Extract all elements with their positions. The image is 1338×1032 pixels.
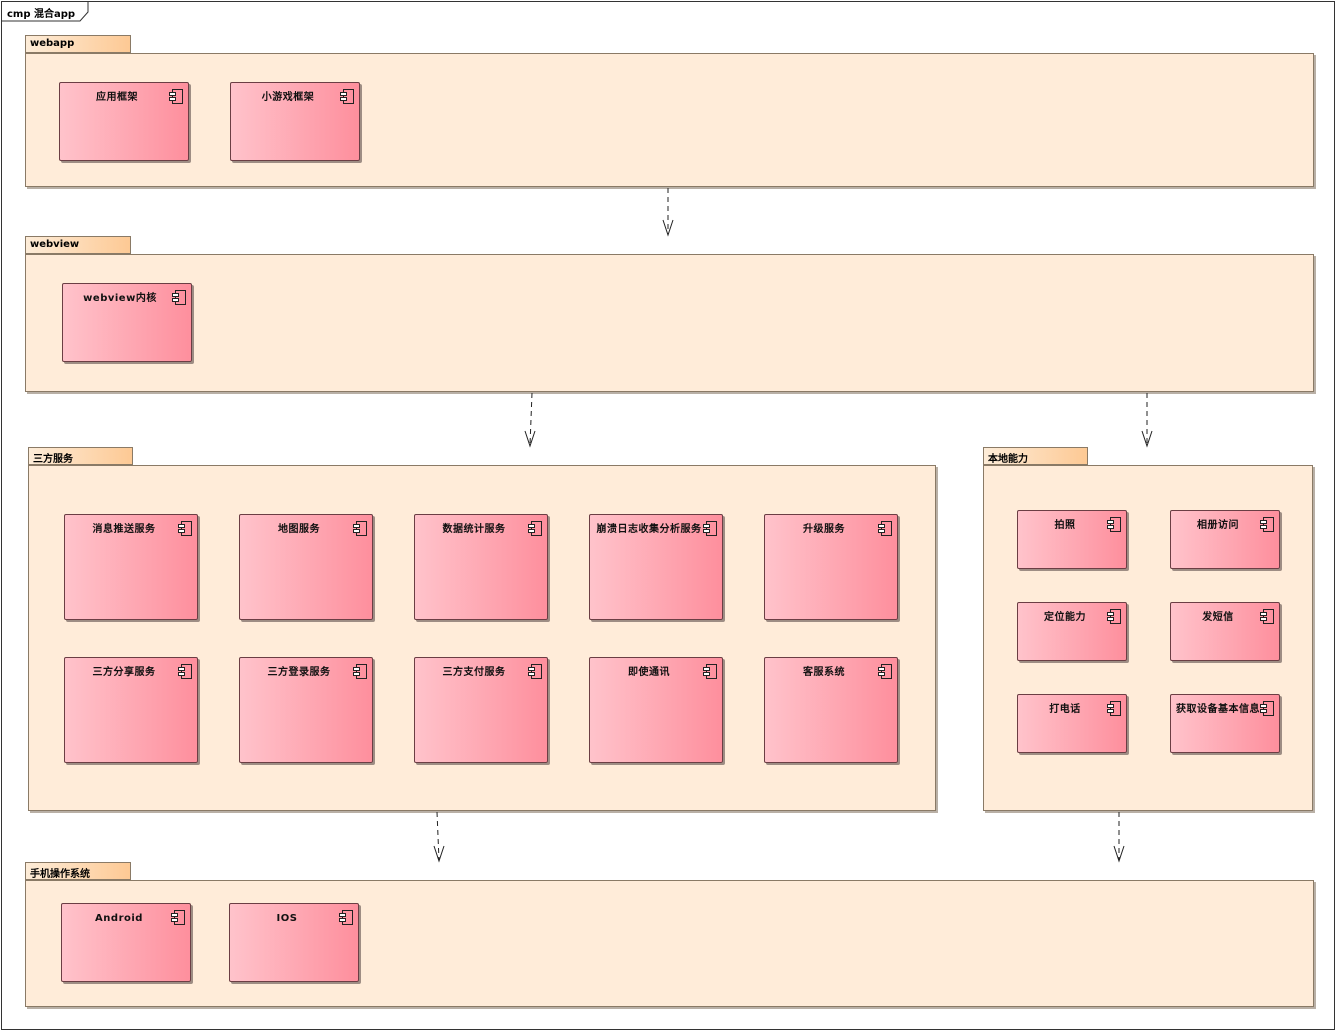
component-label: 三方支付服务: [442, 667, 506, 678]
component-label: 客服系统: [803, 667, 845, 678]
component-label: 发短信: [1202, 612, 1234, 623]
component-label: 拍照: [1054, 520, 1076, 531]
component-label: 获取设备基本信息: [1176, 704, 1260, 715]
package-name: webapp: [30, 38, 75, 49]
component-label: IOS: [276, 913, 298, 924]
uml-component-icon: [353, 521, 367, 536]
component-mini-game-framework[interactable]: 小游戏框架: [230, 82, 360, 161]
uml-component-icon: [340, 89, 354, 104]
component-share-service[interactable]: 三方分享服务: [64, 657, 198, 763]
uml-component-icon: [878, 664, 892, 679]
uml-component-icon: [1260, 517, 1274, 532]
component-label: Android: [95, 913, 143, 924]
package-tab-webapp[interactable]: webapp: [25, 35, 131, 53]
package-name: 手机操作系统: [30, 869, 90, 880]
component-label: 打电话: [1049, 704, 1081, 715]
dependency-third-party-to-os[interactable]: [433, 811, 445, 863]
component-label: 三方登录服务: [267, 667, 331, 678]
component-label: 定位能力: [1044, 612, 1086, 623]
component-device-info[interactable]: 获取设备基本信息: [1170, 694, 1280, 753]
package-tab-webview[interactable]: webview: [25, 236, 131, 254]
component-label: 三方分享服务: [92, 667, 156, 678]
frame-title: cmp 混合app: [7, 9, 76, 20]
component-analytics-service[interactable]: 数据统计服务: [414, 514, 548, 620]
uml-component-icon: [178, 521, 192, 536]
uml-component-icon: [1107, 609, 1121, 624]
component-take-photo[interactable]: 拍照: [1017, 510, 1127, 569]
package-tab-native[interactable]: 本地能力: [983, 447, 1088, 465]
uml-component-icon: [703, 521, 717, 536]
uml-component-icon: [703, 664, 717, 679]
component-upgrade-service[interactable]: 升级服务: [764, 514, 898, 620]
uml-component-icon: [1260, 701, 1274, 716]
package-name: webview: [30, 239, 80, 250]
component-album-access[interactable]: 相册访问: [1170, 510, 1280, 569]
component-location[interactable]: 定位能力: [1017, 602, 1127, 661]
component-label: 升级服务: [803, 524, 845, 535]
uml-component-icon: [353, 664, 367, 679]
component-webview-kernel[interactable]: webview内核: [62, 283, 192, 362]
component-send-sms[interactable]: 发短信: [1170, 602, 1280, 661]
component-login-service[interactable]: 三方登录服务: [239, 657, 373, 763]
component-label: 即使通讯: [628, 667, 670, 678]
frame-tab-outline: [2, 2, 89, 22]
component-label: webview内核: [83, 293, 157, 304]
component-map-service[interactable]: 地图服务: [239, 514, 373, 620]
package-name: 三方服务: [33, 454, 73, 465]
component-label: 消息推送服务: [92, 524, 156, 535]
component-payment-service[interactable]: 三方支付服务: [414, 657, 548, 763]
package-tab-third-party[interactable]: 三方服务: [28, 447, 133, 465]
component-android[interactable]: Android: [61, 903, 191, 982]
package-webview[interactable]: [25, 254, 1314, 392]
dependency-webview-to-native[interactable]: [1141, 393, 1153, 448]
package-name: 本地能力: [988, 454, 1028, 465]
component-label: 小游戏框架: [261, 92, 315, 103]
uml-component-icon: [1260, 609, 1274, 624]
component-label: 崩溃日志收集分析服务: [596, 524, 702, 535]
uml-component-icon: [171, 910, 185, 925]
component-label: 相册访问: [1197, 520, 1239, 531]
component-customer-service[interactable]: 客服系统: [764, 657, 898, 763]
component-label: 应用框架: [96, 92, 138, 103]
component-label: 地图服务: [278, 524, 320, 535]
component-push-service[interactable]: 消息推送服务: [64, 514, 198, 620]
component-instant-messaging[interactable]: 即使通讯: [589, 657, 723, 763]
component-label: 数据统计服务: [442, 524, 506, 535]
component-app-framework[interactable]: 应用框架: [59, 82, 189, 161]
uml-component-icon: [878, 521, 892, 536]
uml-component-icon: [169, 89, 183, 104]
uml-component-icon: [528, 521, 542, 536]
uml-component-icon: [172, 290, 186, 305]
dependency-native-to-os[interactable]: [1113, 812, 1125, 863]
uml-component-icon: [339, 910, 353, 925]
component-ios[interactable]: IOS: [229, 903, 359, 982]
dependency-webapp-to-webview[interactable]: [662, 188, 674, 237]
component-phone-call[interactable]: 打电话: [1017, 694, 1127, 753]
uml-component-icon: [178, 664, 192, 679]
uml-component-icon: [1107, 517, 1121, 532]
package-tab-mobile-os[interactable]: 手机操作系统: [25, 862, 131, 880]
uml-component-icon: [1107, 701, 1121, 716]
uml-component-icon: [528, 664, 542, 679]
component-crash-log-service[interactable]: 崩溃日志收集分析服务: [589, 514, 723, 620]
dependency-webview-to-third-party[interactable]: [524, 392, 536, 448]
